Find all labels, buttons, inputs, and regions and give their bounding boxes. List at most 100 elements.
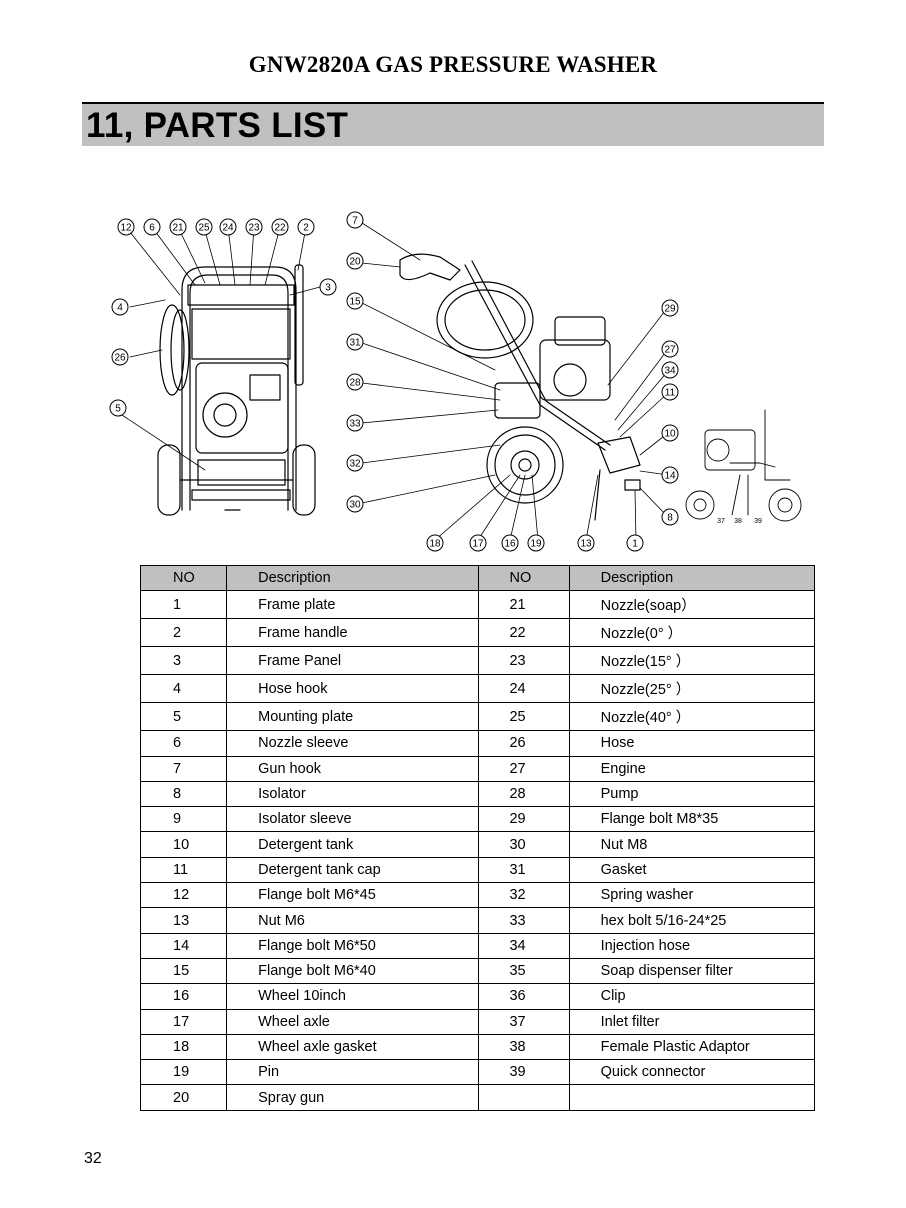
cell-description-left: Flange bolt M6*40 [226, 957, 480, 985]
callout-20: 20 [346, 252, 364, 270]
cell-description-left: Detergent tank cap [226, 856, 480, 884]
inset-drawing [684, 409, 806, 536]
cell-no-left: 6 [139, 730, 228, 757]
cell-description-right: Clip [568, 983, 816, 1010]
cell-no-right: 30 [478, 831, 570, 858]
section-title: 11, PARTS LIST [86, 106, 349, 145]
callout-34: 34 [661, 361, 679, 379]
cell-no-right: 24 [478, 674, 570, 704]
svg-text:23: 23 [248, 223, 260, 234]
cell-description-left: Flange bolt M6*45 [226, 882, 480, 909]
cell-no-left: 20 [139, 1084, 228, 1111]
callout-13: 13 [577, 534, 595, 552]
cell-description-right: hex bolt 5/16-24*25 [568, 907, 816, 934]
cell-description-right: Spring washer [568, 882, 816, 909]
cell-no-left: 15 [139, 957, 228, 985]
callout-22: 22 [271, 218, 289, 236]
svg-text:24: 24 [222, 223, 234, 234]
cell-no-left: 1 [139, 590, 228, 620]
cell-description-left: Isolator sleeve [226, 806, 480, 833]
svg-text:2: 2 [303, 223, 309, 234]
cell-no-left: 14 [139, 932, 228, 959]
callout-4: 4 [111, 298, 129, 316]
svg-text:33: 33 [349, 419, 361, 430]
cell-no-left: 7 [139, 755, 228, 782]
header-no-left: NO [139, 564, 228, 592]
cell-description-left: Nut M6 [226, 907, 480, 934]
svg-text:17: 17 [472, 539, 484, 550]
cell-description-right: Flange bolt M8*35 [568, 806, 816, 833]
callout-28: 28 [346, 373, 364, 391]
callout-21: 21 [169, 218, 187, 236]
table-header-row: NO Description NO Description [139, 564, 816, 592]
cell-no-right: 39 [478, 1059, 570, 1086]
cell-no-right: 29 [478, 806, 570, 833]
cell-description-left: Wheel axle gasket [226, 1033, 480, 1061]
cell-description-right: Injection hose [568, 932, 816, 959]
callout-8: 8 [661, 508, 679, 526]
cell-description-left: Frame handle [226, 618, 480, 648]
cell-no-right: 36 [478, 983, 570, 1010]
cell-description-right: Quick connector [568, 1059, 816, 1086]
callout-18: 18 [426, 534, 444, 552]
callout-3: 3 [319, 278, 337, 296]
document-title: GNW2820A GAS PRESSURE WASHER [248, 52, 658, 77]
cell-description-right: Engine [568, 755, 816, 782]
svg-text:1: 1 [632, 539, 638, 550]
cell-description-left: Isolator [226, 780, 480, 808]
svg-text:20: 20 [349, 257, 361, 268]
cell-description-left: Wheel 10inch [226, 983, 480, 1010]
inset-label-39: 39 [754, 518, 762, 525]
cell-no-right: 38 [478, 1033, 570, 1061]
cell-no-left: 19 [139, 1059, 228, 1086]
front-view-drawing [157, 264, 316, 516]
cell-description-left: Gun hook [226, 755, 480, 782]
svg-text:27: 27 [664, 345, 676, 356]
cell-no-right: 33 [478, 907, 570, 934]
svg-text:8: 8 [667, 513, 673, 524]
cell-description-left: Flange bolt M6*50 [226, 932, 480, 959]
callout-17: 17 [469, 534, 487, 552]
cell-description-right: Female Plastic Adaptor [568, 1033, 816, 1061]
cell-description-right: Soap dispenser filter [568, 957, 816, 985]
cell-description-right: Gasket [568, 856, 816, 884]
cell-description-right: Inlet filter [568, 1008, 816, 1035]
cell-no-left: 8 [139, 780, 228, 808]
svg-text:10: 10 [664, 429, 676, 440]
svg-text:30: 30 [349, 500, 361, 511]
svg-text:5: 5 [115, 404, 121, 415]
cell-description-right: Nozzle(0° ） [568, 618, 816, 648]
cell-description-right: Hose [568, 730, 816, 757]
cell-no-right: 35 [478, 957, 570, 985]
callout-30: 30 [346, 495, 364, 513]
cell-description-right: Nozzle(15° ） [568, 646, 816, 676]
cell-no-right: 32 [478, 882, 570, 909]
callout-24: 24 [219, 218, 237, 236]
svg-text:31: 31 [349, 338, 361, 349]
page-number: 32 [84, 1150, 102, 1167]
callout-29: 29 [661, 299, 679, 317]
cell-no-left: 5 [139, 702, 228, 732]
cell-no-left: 3 [139, 646, 228, 676]
svg-text:28: 28 [349, 378, 361, 389]
svg-text:32: 32 [349, 459, 361, 470]
svg-text:19: 19 [530, 539, 542, 550]
cell-no-right: 25 [478, 702, 570, 732]
cell-description-left: Frame plate [226, 590, 480, 620]
callout-11: 11 [661, 383, 679, 401]
header-no-right: NO [478, 564, 570, 592]
cell-no-right: 34 [478, 932, 570, 959]
cell-no-left: 9 [139, 806, 228, 833]
cell-description-right: Nozzle(25° ） [568, 674, 816, 704]
